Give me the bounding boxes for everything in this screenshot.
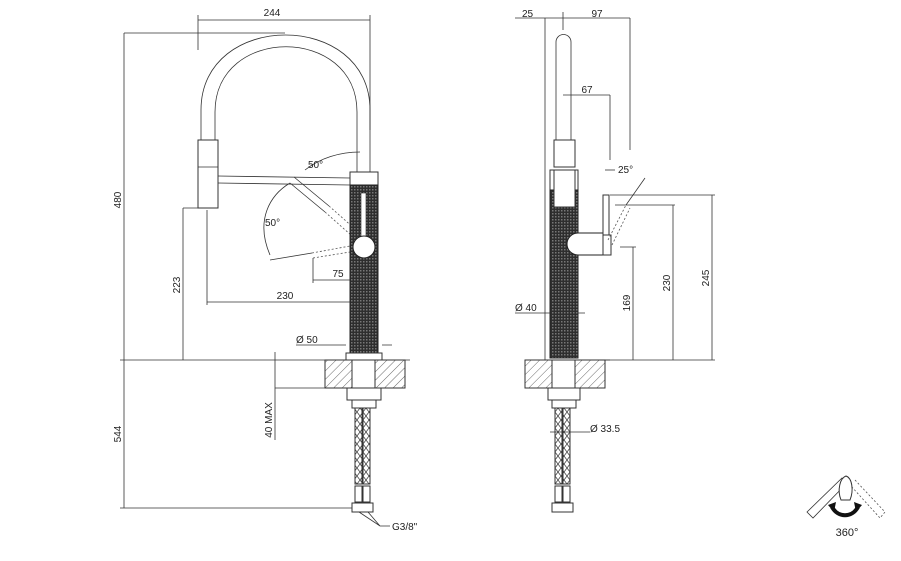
dim-shank-diameter: Ø 33.5 xyxy=(590,424,620,435)
connection-label: G3/8" xyxy=(392,522,418,533)
side-body-knurled xyxy=(549,189,579,359)
dim-handle-height: 169 xyxy=(622,294,633,311)
countertop-section xyxy=(324,359,353,389)
front-view: 244 480 223 230 75 50° 50° Ø 50 40 MAX 5… xyxy=(113,8,418,533)
dim-lever-top-height: 245 xyxy=(701,269,712,286)
dim-width-top: 244 xyxy=(264,8,281,19)
dim-lever-angle: 25° xyxy=(618,165,633,176)
dim-height-total: 480 xyxy=(113,191,124,208)
spout-arch-inner xyxy=(214,46,358,172)
rotation-360-icon: 360° xyxy=(806,475,886,539)
side-handle xyxy=(566,232,604,256)
dim-offset-front: 97 xyxy=(591,9,603,20)
dim-lever-offset: 67 xyxy=(581,85,593,96)
hose-fitting xyxy=(351,502,374,513)
body-collar xyxy=(349,171,379,186)
dim-reach-handle: 75 xyxy=(332,269,344,280)
side-spout-tube xyxy=(555,34,572,142)
spout-arch-outer xyxy=(200,34,371,172)
dim-body-diameter: Ø 40 xyxy=(515,303,537,314)
supply-hose xyxy=(354,407,363,485)
handle xyxy=(352,235,376,259)
dim-spout-height: 223 xyxy=(172,276,183,293)
dim-offset-back: 25 xyxy=(522,9,534,20)
dim-reach-spout: 230 xyxy=(277,291,294,302)
dim-angle-spout: 50° xyxy=(308,160,323,171)
dim-below-deck: 544 xyxy=(113,425,124,442)
mounting-nut xyxy=(346,387,382,401)
side-view: 25 97 67 25° Ø 40 169 230 245 Ø 33.5 xyxy=(515,9,715,513)
dim-angle-lever: 50° xyxy=(265,218,280,229)
rotation-label: 360° xyxy=(836,527,859,539)
spout-rotated xyxy=(289,176,330,213)
spray-head xyxy=(197,139,219,209)
dim-base-diameter: Ø 50 xyxy=(296,335,318,346)
body-slot xyxy=(360,192,367,239)
dim-lever-height: 230 xyxy=(662,274,673,291)
dim-deck-thickness: 40 MAX xyxy=(264,402,275,438)
